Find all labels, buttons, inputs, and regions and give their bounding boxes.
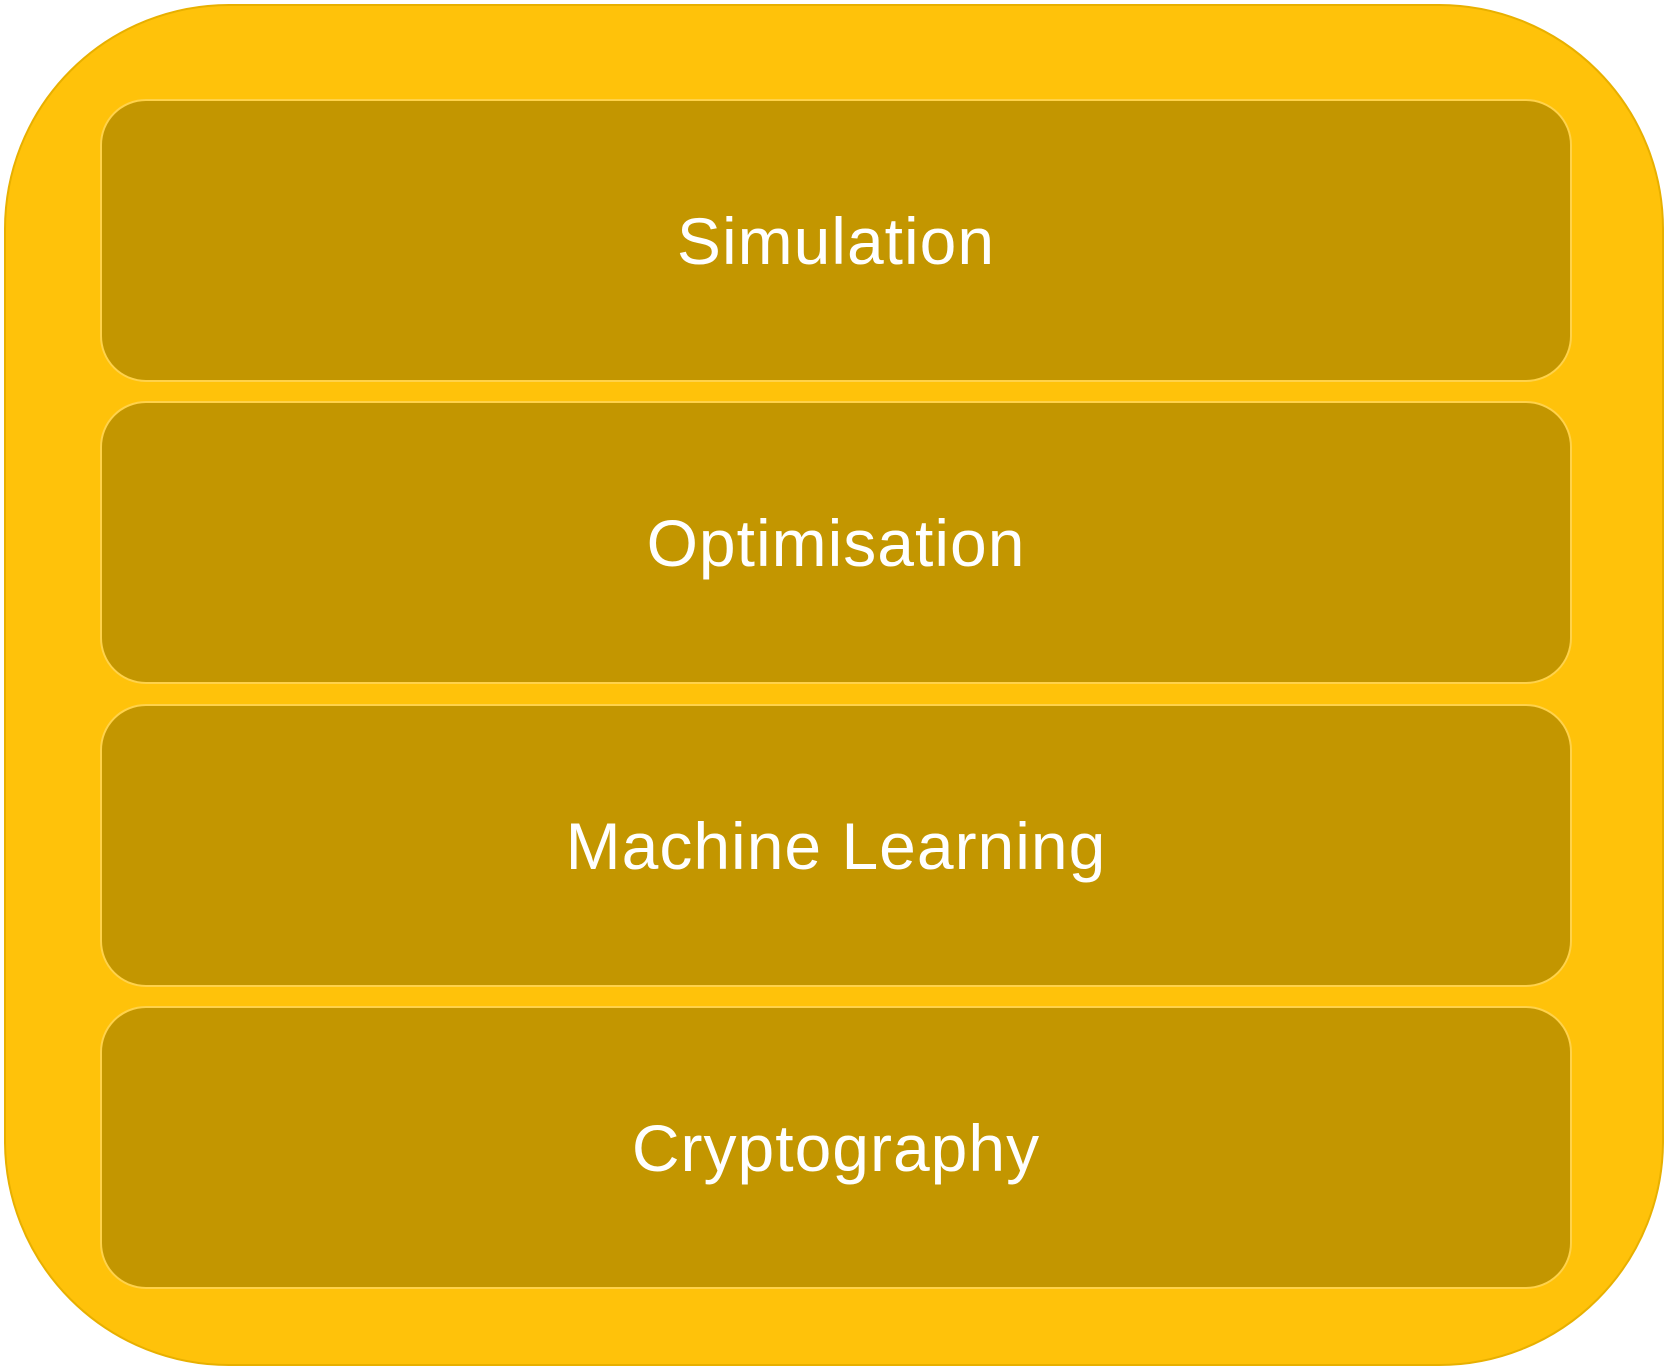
layer-cryptography: Cryptography xyxy=(100,1006,1572,1289)
layer-label: Optimisation xyxy=(646,505,1026,580)
layer-simulation: Simulation xyxy=(100,99,1572,382)
layer-label: Cryptography xyxy=(631,1110,1041,1185)
layer-label: Machine Learning xyxy=(565,808,1107,883)
layer-optimisation: Optimisation xyxy=(100,401,1572,684)
layer-machine-learning: Machine Learning xyxy=(100,704,1572,987)
layer-label: Simulation xyxy=(676,203,996,278)
